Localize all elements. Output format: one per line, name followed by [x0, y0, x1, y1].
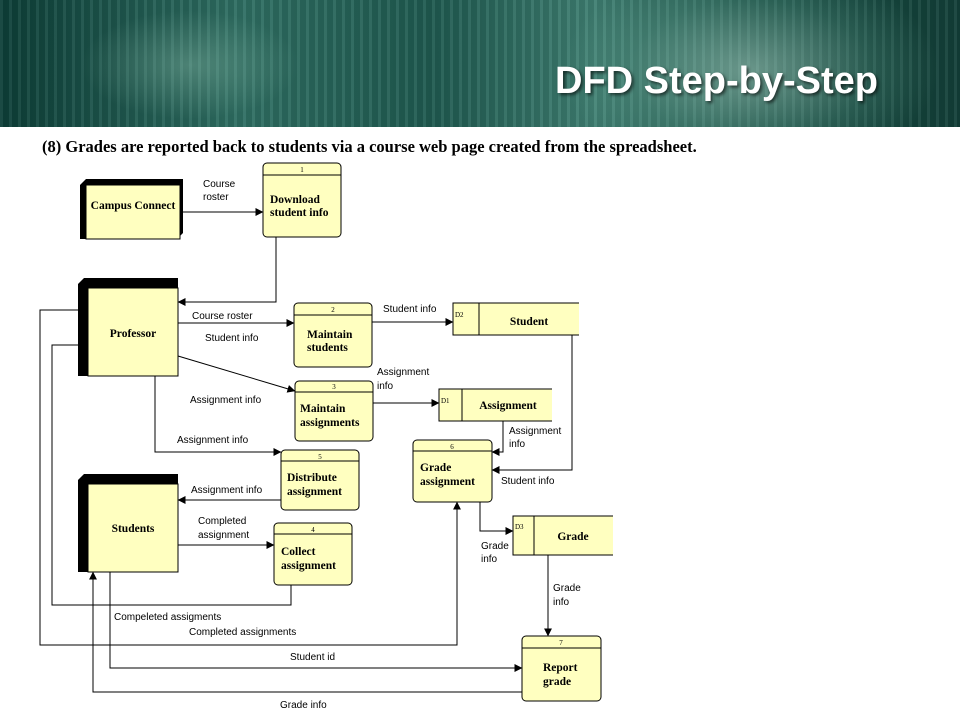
flow-label-p3-d1: Assignment [377, 367, 429, 378]
process-6-id: 6 [450, 443, 454, 451]
flow-label-campus-p1: Course [203, 179, 236, 190]
entity-professor-label: Professor [110, 328, 156, 340]
store-d1-label: Assignment [479, 400, 537, 412]
flow-label-d1-p6-line2: info [509, 439, 526, 450]
store-d1-id: D1 [441, 397, 450, 405]
flow-label-d1-p6: Assignment [509, 426, 561, 437]
process-2-label: Maintain [307, 329, 353, 341]
process-7: 7 Report grade [521, 635, 602, 702]
slide-subtitle: (8) Grades are reported back to students… [42, 137, 697, 156]
flow-label-prof-p2: Student info [205, 333, 259, 344]
store-d2-label: Student [510, 316, 549, 328]
flow-label-p7-students: Grade info [280, 700, 327, 711]
flow-label-p3-d1-line2: info [377, 381, 394, 392]
entity-students: Students [78, 474, 179, 573]
flow-prof-p6 [39, 309, 461, 646]
flow-label-d3-p7: Grade [553, 583, 581, 594]
store-d3-id: D3 [515, 523, 524, 531]
flow-label-students-p4-line2: assignment [198, 530, 249, 541]
flow-labels: Course roster Course roster Student info… [114, 179, 581, 711]
slide-title: DFD Step-by-Step [555, 60, 878, 102]
entity-campus-connect: Campus Connect [80, 179, 183, 240]
flow-label-prof-p5: Assignment info [177, 435, 249, 446]
banner-highlight [560, 0, 940, 127]
process-4-id: 4 [311, 526, 315, 534]
flow-lines [39, 208, 573, 693]
flow-label-prof-p3: Assignment info [190, 395, 262, 406]
process-4: 4 Collect assignment [273, 522, 353, 586]
entity-students-label: Students [112, 523, 155, 535]
flow-label-p4-prof: Compeleted assigments [114, 612, 221, 623]
flow-p1-prof [177, 237, 277, 306]
flow-prof-p7 [109, 572, 523, 672]
flow-label-prof-p6: Completed assignments [189, 627, 296, 638]
flow-label-p5-students: Assignment info [191, 485, 263, 496]
entity-campus-label: Campus Connect [91, 200, 176, 212]
process-5: 5 Distribute assignment [280, 449, 360, 511]
flow-prof-p3 [177, 355, 296, 393]
process-1-id: 1 [300, 166, 304, 174]
process-2-label-line2: students [307, 342, 348, 354]
process-2-id: 2 [331, 306, 335, 314]
process-5-label-line2: assignment [287, 486, 342, 498]
flow-label-students-p4: Completed [198, 516, 246, 527]
process-6-label-line2: assignment [420, 476, 475, 488]
banner-highlight-left [80, 10, 300, 120]
store-d3-grade: D3 Grade [512, 515, 613, 556]
banner-texture [0, 0, 960, 127]
process-2: 2 Maintain students [293, 302, 373, 368]
process-1-label-line2: student info [270, 207, 329, 219]
flow-label-p1-prof: Course roster [192, 311, 253, 322]
process-3-id: 3 [332, 383, 336, 391]
flow-label-p2-d2: Student info [383, 304, 437, 315]
header-banner: DFD Step-by-Step [0, 0, 960, 127]
process-7-label: Report [543, 662, 578, 674]
flow-prof-p5 [144, 375, 282, 456]
flow-d2-p6 [491, 335, 573, 474]
flow-label-p6-d3: Grade [481, 541, 509, 552]
flow-p6-d3 [479, 502, 514, 535]
store-d1-assignment: D1 Assignment [438, 388, 552, 422]
flow-label-campus-p1-line2: roster [203, 192, 229, 203]
process-4-label: Collect [281, 546, 316, 558]
store-d2-student: D2 Student [452, 302, 579, 336]
flow-p7-students [89, 571, 522, 693]
flow-label-prof-p7: Student id [290, 652, 335, 663]
process-4-label-line2: assignment [281, 560, 336, 572]
flow-label-d2-p6: Student info [501, 476, 555, 487]
flow-label-d3-p7-line2: info [553, 597, 570, 608]
process-5-id: 5 [318, 453, 322, 461]
process-7-id: 7 [559, 639, 563, 647]
process-7-label-line2: grade [543, 676, 571, 688]
process-1: 1 Download student info [262, 162, 342, 238]
process-3: 3 Maintain assignments [294, 380, 374, 442]
flow-p4-prof [51, 341, 292, 606]
store-d2-id: D2 [455, 311, 464, 319]
flow-d1-p6 [491, 421, 504, 456]
entity-label: Campus Connect [91, 200, 176, 212]
process-6-label: Grade [420, 462, 451, 474]
process-3-label-line2: assignments [300, 417, 360, 429]
process-6: 6 Grade assignment [412, 439, 493, 503]
store-d3-label: Grade [557, 531, 588, 543]
process-3-label: Maintain [300, 403, 346, 415]
entity-professor: Professor [78, 278, 179, 377]
process-1-label: Download [270, 194, 320, 206]
process-5-label: Distribute [287, 472, 337, 484]
flow-label-p6-d3-line2: info [481, 554, 498, 565]
